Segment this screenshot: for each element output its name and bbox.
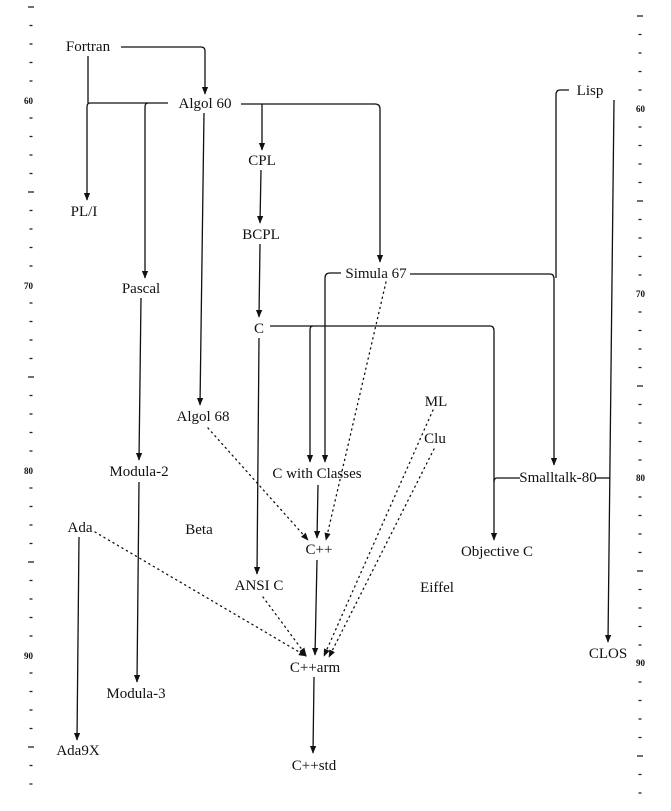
edge-algol60-pascal [141, 102, 149, 279]
node-pascal: Pascal [122, 281, 160, 297]
edge-bcpl-c [255, 243, 263, 318]
node-clos: CLOS [589, 646, 627, 662]
node-objectivec: Objective C [461, 544, 533, 560]
node-ada9x: Ada9X [56, 743, 99, 759]
edge-simula67-smalltalk80 [410, 273, 558, 466]
right-axis-label-90: 90 [636, 658, 646, 668]
node-cpparm: C++arm [290, 660, 341, 676]
node-eiffel: Eiffel [420, 580, 454, 596]
edge-algol68-cpp [207, 427, 309, 541]
node-lisp: Lisp [577, 83, 604, 99]
edge-ml-cpparm [323, 409, 434, 657]
edge-lisp-clos [604, 99, 615, 643]
node-algol60: Algol 60 [179, 96, 232, 112]
left-axis-label-70: 70 [24, 281, 34, 291]
edge-cwithclasses-cpp [314, 484, 321, 539]
right-year-axis [637, 15, 643, 794]
edge-simula67-cpp [324, 281, 387, 541]
edge-c-objectivec [270, 325, 498, 541]
edge-algol60-simula67 [241, 103, 384, 263]
left-axis-label-80: 80 [24, 466, 34, 476]
node-beta: Beta [185, 522, 213, 538]
node-simula67: Simula 67 [345, 266, 407, 282]
edge-ada-ada9x [73, 536, 81, 741]
node-cppstd: C++std [292, 758, 337, 774]
edge-ansic-cpparm [262, 596, 307, 656]
node-ada: Ada [68, 520, 93, 536]
node-bcpl: BCPL [242, 227, 280, 243]
node-ansic: ANSI C [235, 578, 284, 594]
edge-modula2-modula3 [133, 481, 141, 683]
node-cpl: CPL [248, 153, 276, 169]
node-pli: PL/I [71, 204, 98, 220]
left-year-axis [28, 6, 34, 785]
node-cpp: C++ [306, 542, 333, 558]
left-axis-label-90: 90 [24, 651, 34, 661]
edge-cpl-bcpl [257, 169, 264, 224]
node-algol68: Algol 68 [177, 409, 230, 425]
node-smalltalk80: Smalltalk-80 [519, 470, 597, 486]
edge-simula67-cwithclasses [321, 272, 341, 463]
edge-c-ansic [253, 337, 261, 575]
node-cwithclasses: C with Classes [272, 466, 361, 482]
node-modula2: Modula-2 [109, 464, 168, 480]
edge-ada-cpparm [94, 531, 307, 657]
node-fortran: Fortran [66, 39, 111, 55]
edge-c-cwithclasses [306, 325, 314, 463]
edge-algol60-pli [83, 102, 168, 201]
edge-algol60-algol68 [196, 112, 205, 406]
left-axis-label-60: 60 [24, 96, 34, 106]
edge-smalltalk80-objectivec [493, 477, 520, 483]
right-axis-label-60: 60 [636, 104, 646, 114]
node-clu: Clu [424, 431, 446, 447]
edge-lisp-smalltalk80 [555, 89, 569, 278]
node-ml: ML [425, 394, 448, 410]
node-modula3: Modula-3 [106, 686, 165, 702]
edge-clu-cpparm [328, 448, 435, 658]
edge-cpparm-cppstd [309, 676, 317, 754]
right-axis-label-70: 70 [636, 289, 646, 299]
edge-fortran-algol60 [121, 46, 209, 95]
node-c: C [254, 321, 264, 337]
edge-cpp-cpparm [312, 559, 319, 656]
right-axis-label-80: 80 [636, 473, 646, 483]
edge-pascal-modula2 [135, 297, 143, 461]
